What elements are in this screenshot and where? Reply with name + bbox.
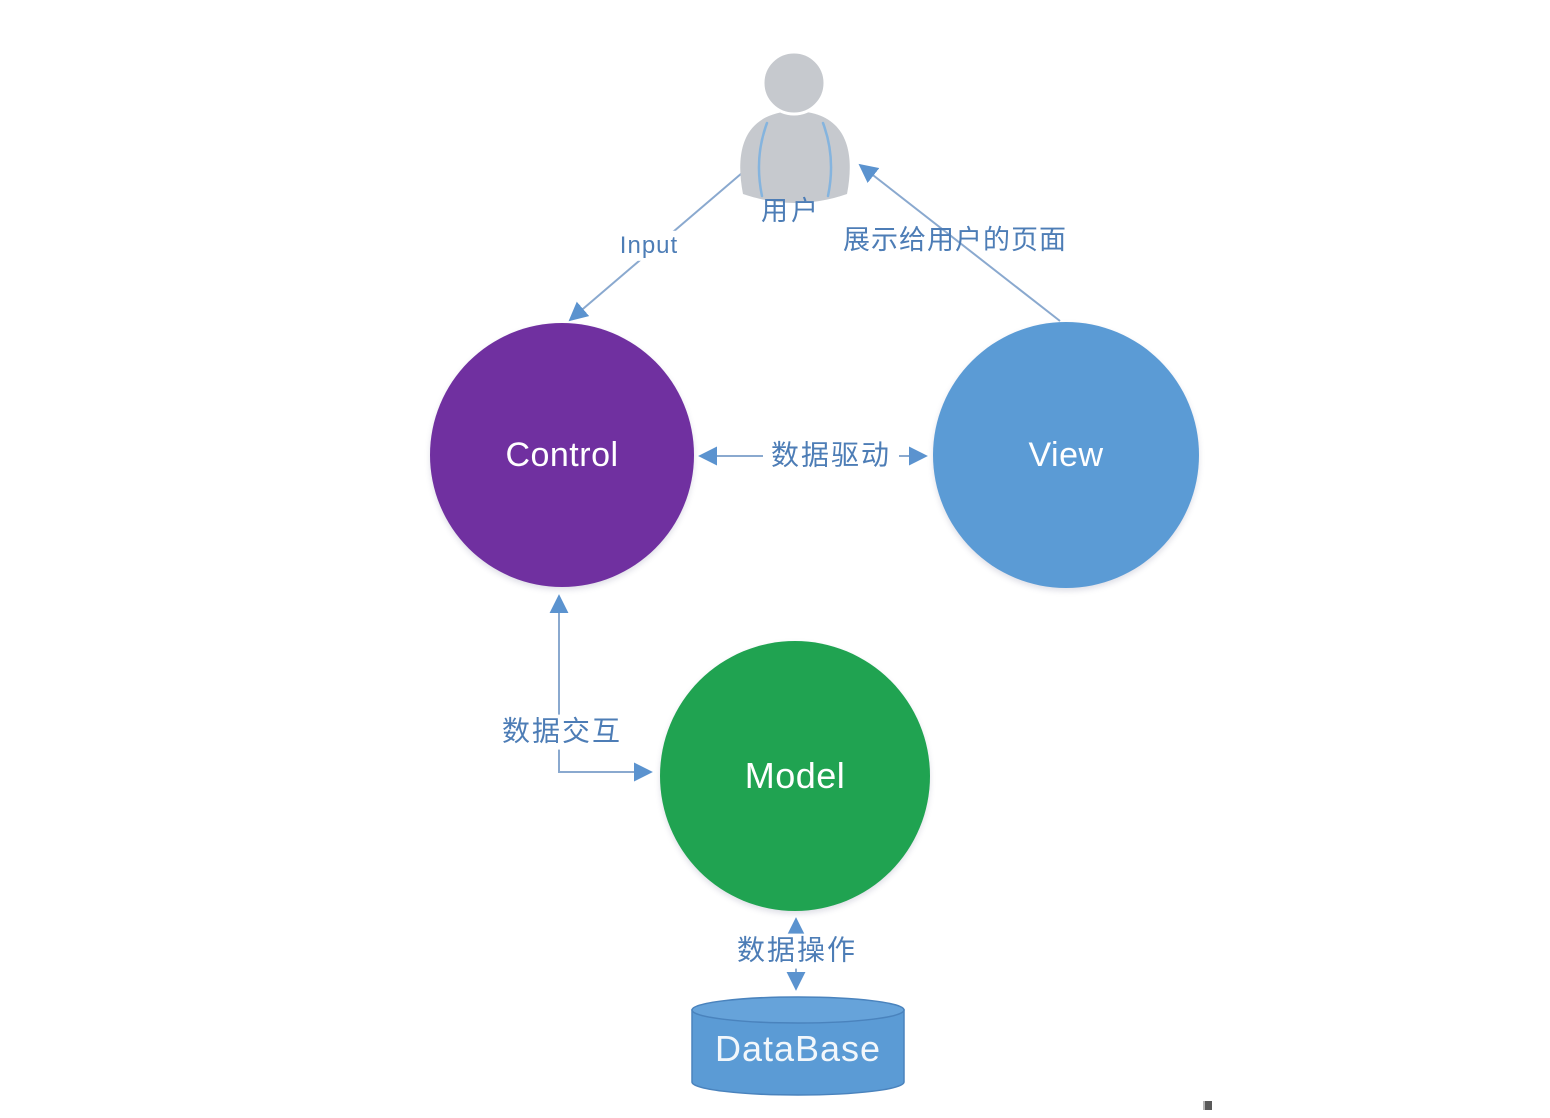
model-node: Model [660, 641, 930, 911]
edge-data-operate-label: 数据操作 [728, 933, 866, 969]
edge-input-label: Input [611, 230, 687, 262]
user-icon [740, 50, 850, 203]
stray-mark [1203, 1101, 1212, 1110]
edge-data-drive-label: 数据驱动 [762, 438, 900, 474]
control-node-label: Control [505, 435, 619, 474]
view-node-label: View [1028, 435, 1104, 474]
view-node: View [933, 322, 1199, 588]
user-icon-body [740, 111, 850, 203]
user-icon-head [761, 50, 827, 116]
edge-data-interact-label: 数据交互 [493, 714, 631, 750]
database-cylinder [691, 996, 905, 1096]
control-node: Control [430, 323, 694, 587]
database-cylinder-body [691, 1009, 905, 1096]
model-node-label: Model [744, 755, 846, 796]
user-icon-seam-left [757, 121, 769, 198]
user-icon-seam-right [821, 121, 833, 198]
database-cylinder-top [691, 996, 905, 1024]
edge-display-line [858, 163, 1061, 322]
edge-display-label: 展示给用户的页面 [843, 225, 1067, 256]
database-label: DataBase [714, 1028, 882, 1070]
user-label: 用户 [761, 196, 821, 227]
